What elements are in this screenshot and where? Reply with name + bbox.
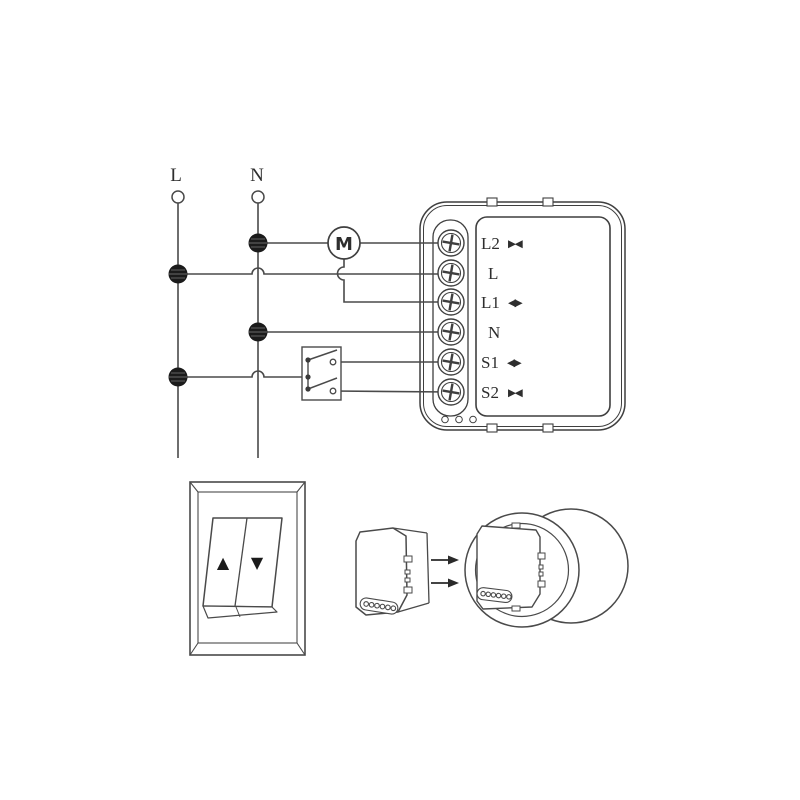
- module-3d-clips: [403, 555, 413, 594]
- switch-contact: [305, 386, 311, 392]
- neutral-label: N: [250, 165, 264, 186]
- terminal-screw-l: [437, 259, 465, 287]
- terminal-label-s2: S2: [481, 383, 499, 402]
- mounting-tab-top-right: [542, 197, 554, 207]
- power-source: L N: [170, 165, 265, 204]
- switch-contact: [305, 357, 311, 363]
- open-icon: ◀▶: [507, 357, 523, 369]
- terminal-labels: L2 ▶◀ L L1 ◀▶ N S1 ◀▶ S2 ▶◀: [481, 234, 525, 402]
- arrow-right-icon: [431, 578, 459, 588]
- wire-live-to-switch: [178, 370, 308, 378]
- up-arrow-icon[interactable]: ▲: [217, 553, 230, 572]
- close-icon: ▶◀: [508, 238, 524, 250]
- wall-box-module-terminal-strip: [476, 587, 513, 604]
- junction-dot: [168, 367, 188, 387]
- arrow-right-icon: [431, 555, 459, 565]
- wire-live-to-l: [178, 267, 451, 275]
- terminal-screws: [437, 229, 465, 406]
- neutral-terminal-circle: [251, 190, 265, 204]
- case-vent-holes: [441, 415, 477, 424]
- mounting-tab-bottom-left: [486, 423, 498, 433]
- live-terminal-circle: [171, 190, 185, 204]
- rocker-bottom-lip: [202, 605, 278, 619]
- rocker-pair[interactable]: [202, 517, 283, 608]
- live-label: L: [170, 165, 182, 186]
- switch-blade-up: [307, 349, 338, 361]
- module-3d-front-face: [355, 527, 408, 616]
- open-icon: ◀▶: [508, 297, 524, 309]
- switch-blade-down: [307, 377, 338, 390]
- plate-corner-bevels: [189, 481, 306, 656]
- module-3d-terminal-strip: [359, 597, 399, 615]
- mounting-tab-top-left: [486, 197, 498, 207]
- terminal-label-l2: L2: [481, 234, 500, 253]
- terminal-label-l1: L1: [481, 293, 500, 312]
- rocker-divider: [234, 517, 248, 607]
- plate-inner-frame: [197, 491, 298, 644]
- double-switch-symbol: [301, 346, 342, 401]
- junction-dots: [168, 233, 268, 387]
- rocker-lip-divider: [235, 606, 241, 618]
- switch-contact: [305, 374, 311, 380]
- switch-contact: [329, 387, 337, 395]
- down-arrow-icon[interactable]: ▼: [251, 553, 264, 572]
- round-wall-box: [464, 508, 629, 628]
- junction-dot: [248, 322, 268, 342]
- terminal-screw-s2: [437, 378, 465, 406]
- terminal-label-panel: [475, 216, 611, 417]
- terminal-label-l: L: [488, 264, 498, 283]
- junction-dot: [248, 233, 268, 253]
- terminal-screw-n: [437, 318, 465, 346]
- wall-box-module-clips: [511, 522, 546, 612]
- module-case-inner: [423, 205, 622, 427]
- terminal-screw-l1: [437, 288, 465, 316]
- module-3d-side: [392, 527, 430, 613]
- motor-circle: [327, 226, 361, 260]
- terminal-screw-l2: [437, 229, 465, 257]
- install-arrows: [431, 555, 459, 588]
- motor-symbol: M: [327, 226, 361, 260]
- wall-switch-plate: ▲ ▼: [189, 481, 306, 656]
- wire-motor-to-l1: [336, 259, 451, 303]
- terminal-label-n: N: [488, 323, 500, 342]
- mounting-tab-bottom-right: [542, 423, 554, 433]
- terminal-label-s1: S1: [481, 353, 499, 372]
- module-3d-view: [355, 527, 430, 616]
- wires: [177, 203, 452, 458]
- close-icon: ▶◀: [508, 387, 524, 399]
- terminal-screw-s1: [437, 348, 465, 376]
- junction-dot: [168, 264, 188, 284]
- switch-contact: [329, 358, 337, 366]
- motor-label: M: [335, 234, 353, 255]
- wire-switch-to-s2: [332, 390, 452, 393]
